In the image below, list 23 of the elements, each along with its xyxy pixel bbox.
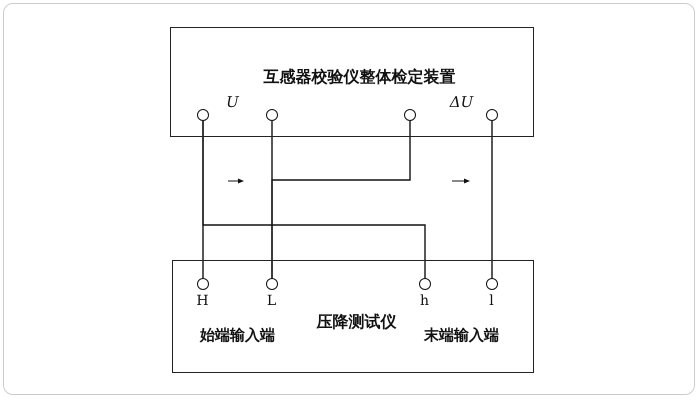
- terminal-circle: [196, 108, 208, 120]
- wire: [491, 121, 493, 278]
- terminal-circle: [486, 278, 498, 290]
- wire: [202, 121, 426, 278]
- device-box: [170, 27, 534, 137]
- terminal-circle: [486, 108, 498, 120]
- terminal-circle: [266, 108, 278, 120]
- terminal-label: h: [420, 294, 430, 308]
- device-title: 压降测试仪: [316, 314, 396, 330]
- device-title: 互感器校验仪整体检定装置: [264, 68, 456, 84]
- terminal-label: l: [489, 294, 494, 308]
- terminal-circle: [266, 278, 278, 290]
- terminal-label: L: [266, 294, 276, 308]
- input-label: 末端输入端: [424, 328, 499, 343]
- terminal-pair-label: ΔU: [450, 95, 474, 110]
- terminal-circle: [418, 278, 430, 290]
- device-box: [172, 260, 534, 373]
- terminal-pair-label: U: [226, 95, 239, 110]
- terminal-label: H: [196, 294, 209, 308]
- terminal-circle: [404, 108, 416, 120]
- terminal-circle: [196, 278, 208, 290]
- input-label: 始端输入端: [200, 328, 275, 343]
- wire: [271, 121, 411, 278]
